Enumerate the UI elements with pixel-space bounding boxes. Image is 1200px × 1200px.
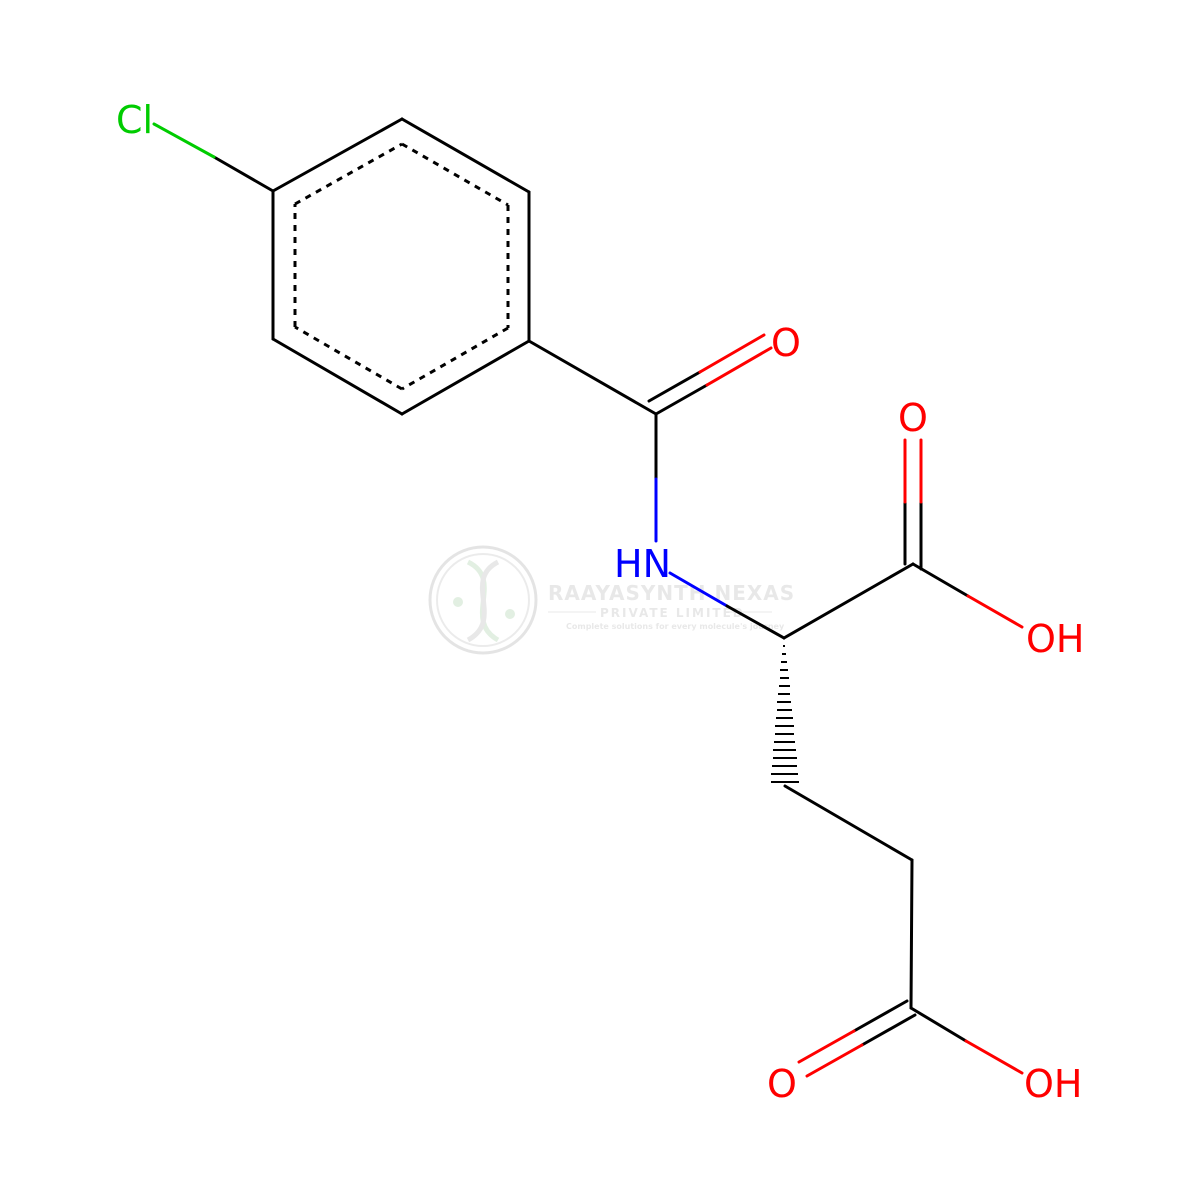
aromatic-bond-5 [294,325,403,391]
watermark-company-name: RAAYASYNTH NEXAS [548,581,795,605]
alpha-carbon-carboxyl-bond [782,562,915,640]
ring-bond-4 [400,339,531,416]
aromatic-bond-4 [401,326,509,391]
methylene-bond-1 [783,784,914,862]
bottom-hydroxyl-atom-label: OH [1024,1062,1082,1106]
stereo-hashed-wedge-bond [771,645,799,783]
amide-carbonyl-double-bond [647,333,773,416]
ring-bond-1 [271,117,404,193]
amide-oxygen-atom-label: O [771,321,801,365]
methylene-bond-2 [909,858,914,1010]
bottom-carboxyl-hydroxyl-bond [909,1006,1024,1075]
ring-bond-5 [271,337,404,416]
aromatic-bond-1 [294,142,403,206]
top-carbonyl-oxygen-atom-label: O [898,396,928,440]
benzene-ring [271,117,531,416]
watermark-tagline: Complete solutions for every molecule's … [566,622,785,631]
top-carboxyl-hydroxyl-bond [911,562,1024,629]
watermark: RAAYASYNTH NEXAS PRIVATE LIMITED Complet… [428,545,795,655]
watermark-company-type: PRIVATE LIMITED [600,606,745,620]
bottom-carboxyl-double-bond [797,999,917,1078]
chlorine-atom-label: Cl [116,98,153,142]
bottom-carbonyl-oxygen-atom-label: O [767,1062,797,1106]
top-carboxyl-double-bond [903,438,923,571]
aromatic-inner-ring [293,142,510,391]
carbon-chlorine-bond [152,122,275,193]
aromatic-bond-2 [401,142,509,207]
watermark-logo-icon [428,545,538,655]
ring-bond-2 [400,117,531,194]
ring-carbonyl-bond [527,339,658,416]
nitrogen-alpha-carbon-bond [668,571,786,640]
amine-nitrogen-atom-label: HN [614,542,671,586]
top-hydroxyl-atom-label: OH [1026,617,1084,661]
